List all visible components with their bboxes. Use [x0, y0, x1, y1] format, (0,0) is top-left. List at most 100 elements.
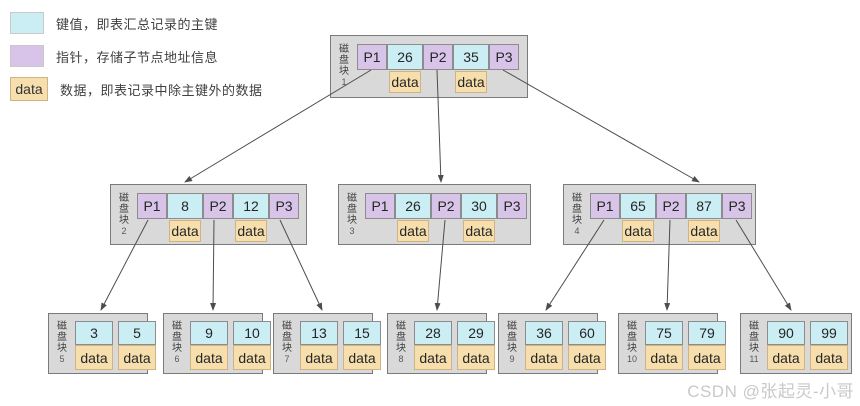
key-cell: 26 — [395, 193, 431, 219]
data-cell: data — [767, 345, 805, 370]
legend: 键值，即表汇总记录的主键 指针，存储子节点地址信息 data 数据，即表记录中除… — [10, 10, 263, 109]
disk-block-internal: 磁盘块 2 P1 8 P2 12 P3 data data — [110, 184, 307, 245]
data-cell: data — [622, 220, 654, 242]
data-cell: data — [810, 345, 848, 370]
key-cell: 5 — [118, 321, 156, 345]
pointer-cell: P3 — [722, 193, 752, 219]
disk-block-number: 7 — [284, 354, 290, 364]
cell-grid: 75 79 data data — [645, 321, 726, 370]
pointer-cell: P1 — [357, 44, 387, 70]
disk-block-label: 磁盘块 3 — [346, 193, 361, 236]
key-cell: 8 — [167, 193, 203, 219]
data-cell: data — [455, 71, 487, 93]
disk-block-leaf: 磁盘块 6 9 10 data data — [163, 313, 271, 374]
data-cell: data — [389, 71, 421, 93]
key-cell: 60 — [568, 321, 606, 345]
disk-block-number: 9 — [509, 354, 515, 364]
edge-root-p3 — [502, 69, 700, 183]
data-swatch: data — [10, 77, 48, 101]
disk-block-label: 磁盘块 4 — [571, 193, 586, 236]
cell-grid: 28 29 data data — [414, 321, 495, 370]
key-cell: 99 — [810, 321, 848, 345]
key-cell: 15 — [343, 321, 381, 345]
pointer-cell: P2 — [203, 193, 233, 219]
disk-block-leaf: 磁盘块 9 36 60 data data — [498, 313, 606, 374]
disk-block-number: 4 — [574, 226, 580, 236]
disk-block-leaf: 磁盘块 10 75 79 data data — [618, 313, 726, 374]
key-cell: 30 — [461, 193, 497, 219]
disk-block-label: 磁盘块 9 — [506, 321, 521, 364]
key-cell: 12 — [233, 193, 269, 219]
key-swatch — [10, 12, 44, 34]
key-cell: 65 — [620, 193, 656, 219]
data-cell: data — [190, 345, 228, 370]
cell-row: P1 26 P2 30 P3 data data — [365, 193, 527, 243]
disk-block-number: 11 — [749, 354, 759, 364]
disk-block-number: 3 — [349, 226, 355, 236]
key-cell: 10 — [233, 321, 271, 345]
disk-block-number: 8 — [398, 354, 404, 364]
disk-block-label: 磁盘块 8 — [395, 321, 410, 364]
legend-item-key: 键值，即表汇总记录的主键 — [10, 10, 263, 36]
pointer-swatch — [10, 45, 44, 67]
cell-row: P1 26 P2 35 P3 data data — [357, 44, 519, 94]
pointer-cell: P1 — [137, 193, 167, 219]
data-cell: data — [235, 220, 267, 242]
disk-block-label: 磁盘块 5 — [56, 321, 71, 364]
data-cell: data — [688, 220, 720, 242]
legend-item-data: data 数据，即表记录中除主键外的数据 — [10, 76, 263, 102]
disk-block-name: 磁盘块 — [572, 193, 582, 226]
disk-block-name: 磁盘块 — [507, 321, 517, 354]
cell-grid: 36 60 data data — [525, 321, 606, 370]
key-cell: 29 — [457, 321, 495, 345]
key-cell: 13 — [300, 321, 338, 345]
disk-block-label: 磁盘块 6 — [171, 321, 186, 364]
data-cell: data — [343, 345, 381, 370]
disk-block-number: 6 — [174, 354, 180, 364]
disk-block-leaf: 磁盘块 7 13 15 data data — [273, 313, 381, 374]
data-cell: data — [457, 345, 495, 370]
disk-block-label: 磁盘块 2 — [118, 193, 133, 236]
data-cell: data — [525, 345, 563, 370]
cell-grid: 3 5 data data — [75, 321, 156, 370]
disk-block-name: 磁盘块 — [282, 321, 292, 354]
pointer-cell: P2 — [656, 193, 686, 219]
disk-block-label: 磁盘块 10 — [626, 321, 641, 364]
pointer-cell: P2 — [431, 193, 461, 219]
pointer-cell: P3 — [489, 44, 519, 70]
pointer-cell: P1 — [365, 193, 395, 219]
data-cell: data — [75, 345, 113, 370]
data-cell: data — [300, 345, 338, 370]
pointer-cell: P1 — [590, 193, 620, 219]
key-cell: 3 — [75, 321, 113, 345]
data-cell: data — [645, 345, 683, 370]
legend-item-pointer: 指针，存储子节点地址信息 — [10, 43, 263, 69]
disk-block-name: 磁盘块 — [339, 44, 349, 77]
key-cell: 9 — [190, 321, 228, 345]
key-cell: 79 — [688, 321, 726, 345]
disk-block-name: 磁盘块 — [627, 321, 637, 354]
disk-block-number: 1 — [341, 77, 347, 87]
disk-block-name: 磁盘块 — [347, 193, 357, 226]
cell-grid: 90 99 data data — [767, 321, 848, 370]
cell-grid: 13 15 data data — [300, 321, 381, 370]
pointer-cell: P2 — [423, 44, 453, 70]
data-cell: data — [397, 220, 429, 242]
key-cell: 35 — [453, 44, 489, 70]
disk-block-internal: 磁盘块 4 P1 65 P2 87 P3 data data — [563, 184, 756, 245]
data-cell: data — [463, 220, 495, 242]
data-cell: data — [568, 345, 606, 370]
disk-block-name: 磁盘块 — [172, 321, 182, 354]
key-cell: 36 — [525, 321, 563, 345]
legend-data-text: 数据，即表记录中除主键外的数据 — [60, 82, 263, 98]
watermark: CSDN @张起灵-小哥 — [687, 382, 854, 401]
disk-block-leaf: 磁盘块 11 90 99 data data — [740, 313, 852, 374]
legend-pointer-text: 指针，存储子节点地址信息 — [56, 49, 219, 65]
disk-block-name: 磁盘块 — [119, 193, 129, 226]
key-cell: 26 — [387, 44, 423, 70]
cell-row: P1 65 P2 87 P3 data data — [590, 193, 752, 243]
data-cell: data — [118, 345, 156, 370]
disk-block-leaf: 磁盘块 5 3 5 data data — [48, 313, 156, 374]
disk-block-name: 磁盘块 — [57, 321, 67, 354]
